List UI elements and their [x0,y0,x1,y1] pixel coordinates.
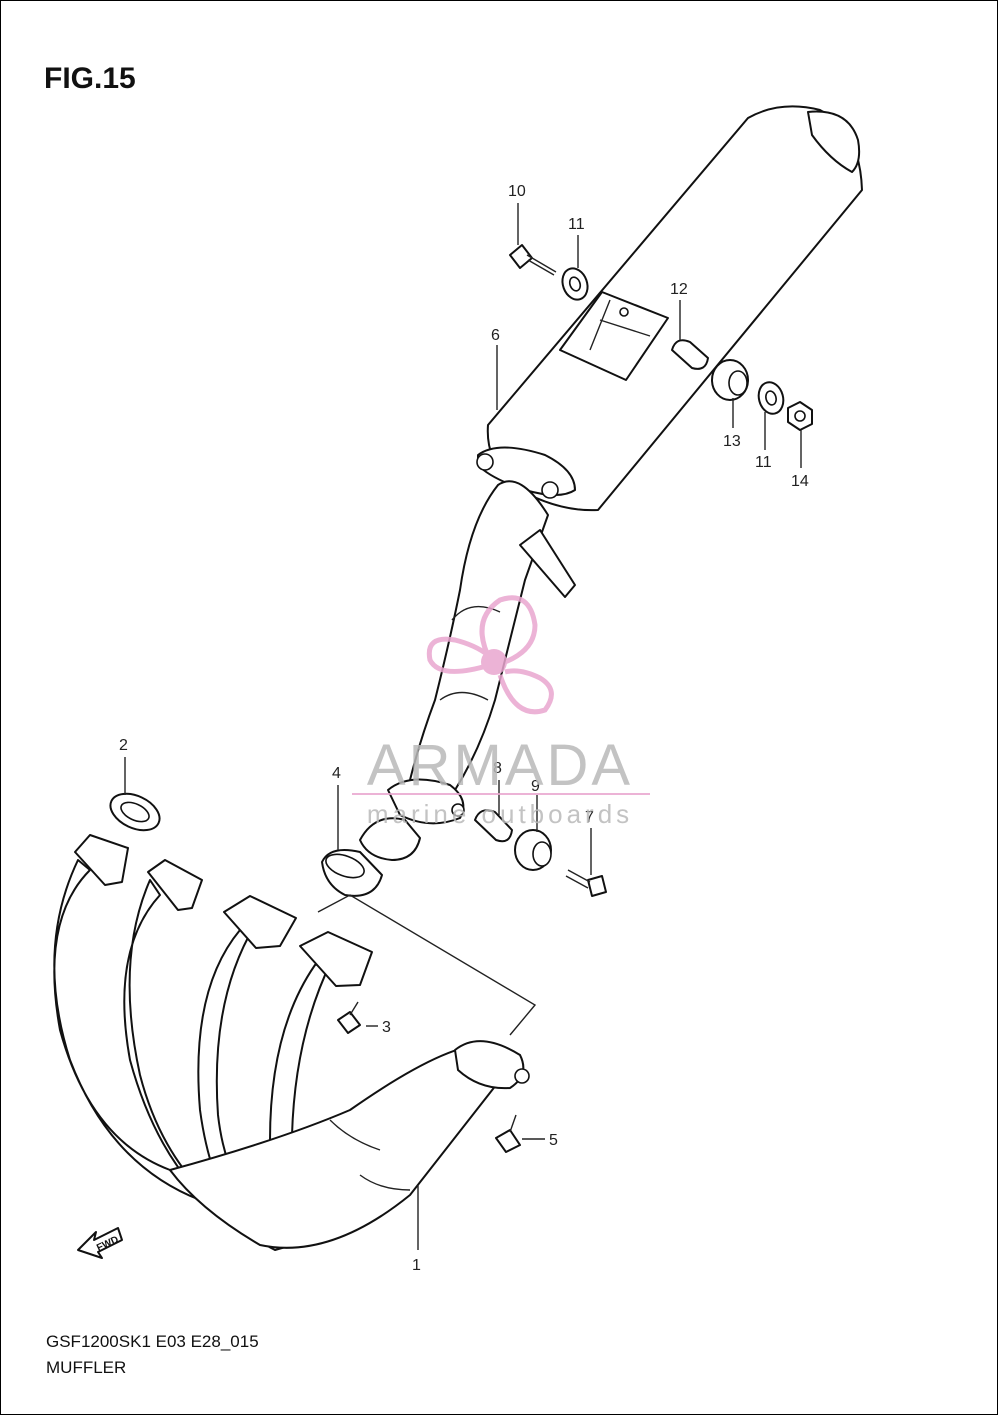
callout-10: 10 [508,183,526,200]
washer-part-11-top [561,267,589,301]
leader-lines [124,203,802,1250]
watermark-tagline: marine outboards [367,799,633,829]
cushion-part-9 [514,829,552,871]
callout-11-bottom: 11 [755,454,772,471]
callout-6: 6 [491,327,500,344]
collar-part-12 [671,339,709,370]
callout-9: 9 [531,778,540,795]
callout-4: 4 [332,765,341,782]
callout-13: 13 [723,433,741,450]
callout-labels: 1 2 3 4 5 6 7 8 9 10 11 11 12 13 14 [119,183,809,1274]
callout-14: 14 [791,473,809,490]
callout-7: 7 [585,809,594,826]
collar-part-8 [474,809,513,843]
callout-12: 12 [670,281,688,298]
bolt-part-5 [495,1114,521,1153]
bolt-part-3 [337,1001,361,1034]
armada-watermark: ARMADA marine outboards [352,595,650,829]
propeller-logo [426,595,554,715]
exhaust-pipe-part-1 [53,834,530,1251]
watermark-brand: ARMADA [367,733,633,798]
gasket-part-4 [321,849,383,897]
callout-3: 3 [382,1019,391,1036]
figure-title: FIG.15 [44,62,136,95]
bolt-part-10 [509,244,557,276]
muffler-part-6 [359,105,863,861]
callout-2: 2 [119,737,128,754]
propeller-hub [481,649,507,675]
forward-direction-arrow: FWD [77,1227,123,1259]
washer-part-11-bottom [757,381,785,415]
figure-caption: MUFFLER [46,1358,127,1377]
assembly-reference-lines [317,894,537,1036]
bolt-part-7 [565,869,607,897]
callout-11-top: 11 [568,216,585,233]
model-code: GSF1200SK1 E03 E28_015 [46,1332,259,1351]
callout-5: 5 [549,1132,558,1149]
callout-8: 8 [493,760,502,777]
gasket-part-2 [109,792,161,832]
callout-1: 1 [412,1257,421,1274]
nut-part-14 [787,401,813,431]
cushion-part-13 [711,359,749,401]
